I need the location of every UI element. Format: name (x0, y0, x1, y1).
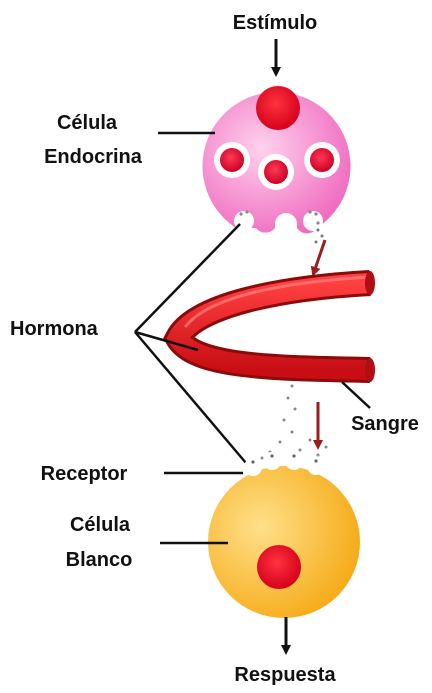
target-cell-label-line1: Célula (70, 514, 131, 536)
endocrine-cell-label-line2: Endocrina (44, 146, 143, 168)
target-cell (208, 452, 360, 618)
endocrine-cell-label-line1: Célula (57, 112, 118, 134)
receptor-label: Receptor (41, 463, 128, 485)
secretion-pocket-right (303, 211, 323, 231)
stimulus-label: Estímulo (233, 12, 317, 34)
response-label: Respuesta (234, 664, 336, 686)
blood-label: Sangre (351, 413, 419, 435)
flow-arrow-to-blood (314, 240, 325, 272)
target-nucleus (257, 545, 301, 589)
target-cell-label-line2: Blanco (66, 549, 133, 571)
blood-leader (342, 382, 370, 408)
endocrine-nucleus (256, 86, 300, 130)
blood-vessel (178, 271, 375, 382)
hormone-droplets-top (315, 229, 324, 244)
hormone-label: Hormona (10, 318, 99, 340)
